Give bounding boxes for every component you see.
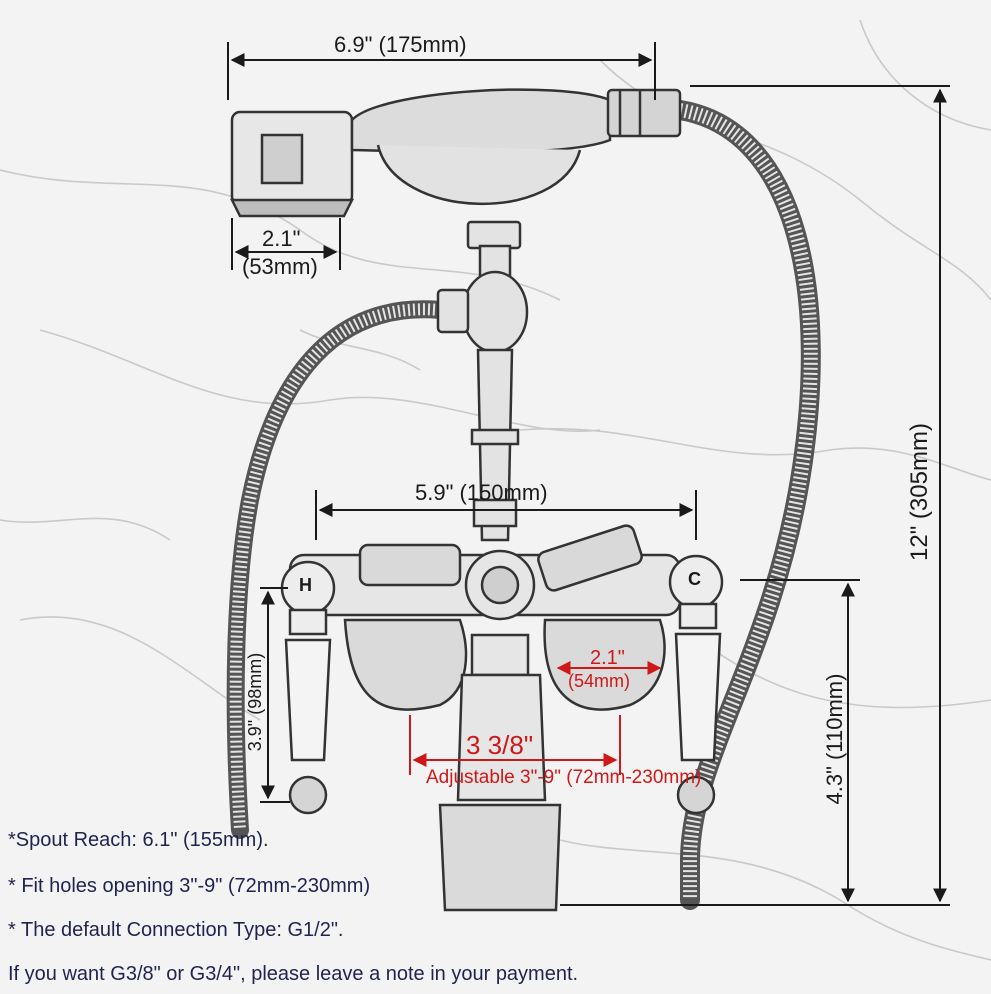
riser-pipe <box>436 220 529 542</box>
arm-width-label: 2.1" <box>590 647 625 669</box>
dimension-lines <box>227 42 950 906</box>
fit-holes-note: * Fit holes opening 3"-9" (72mm-230mm) <box>8 875 371 897</box>
handle-width-label: 2.1" <box>262 226 301 251</box>
arm-width-mm-label: (54mm) <box>568 671 630 691</box>
spout-reach-note: *Spout Reach: 6.1" (155mm). <box>8 829 269 851</box>
cold-handle <box>668 554 724 815</box>
body-width-label: 5.9" (150mm) <box>415 480 548 505</box>
hand-shower <box>229 88 682 218</box>
spout-height-label: 4.3" (110mm) <box>822 673 847 805</box>
payment-note: If you want G3/8" or G3/4", please leave… <box>8 963 579 985</box>
spacing-dimension-lines <box>409 661 662 775</box>
connection-type-note: * The default Connection Type: G1/2". <box>8 919 344 941</box>
top-width-label: 6.9" (175mm) <box>334 32 467 57</box>
hot-handle <box>280 560 336 815</box>
cold-handle-label: C <box>688 569 701 589</box>
handle-drop-label: 3.9" (98mm) <box>245 652 265 752</box>
handle-width-mm-label: (53mm) <box>242 254 318 279</box>
adjustable-range-label: Adjustable 3"-9" (72mm-230mm) <box>426 767 702 788</box>
total-height-label: 12" (305mm) <box>906 423 933 561</box>
center-spacing-label: 3 3/8" <box>466 730 534 760</box>
shower-hose <box>226 100 821 910</box>
hot-handle-label: H <box>299 575 312 595</box>
faucet-body <box>288 524 682 912</box>
